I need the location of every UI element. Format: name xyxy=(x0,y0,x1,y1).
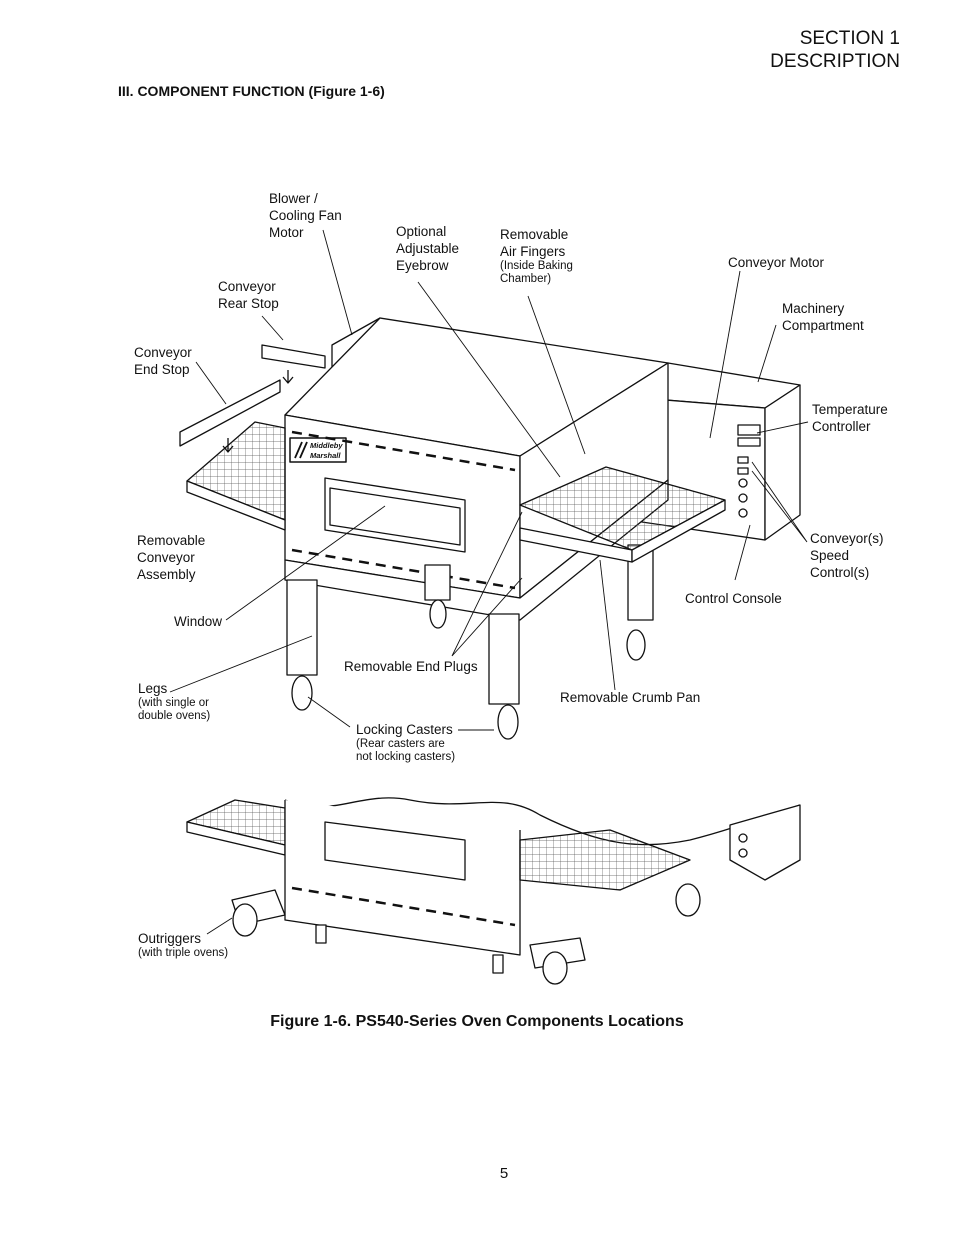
label-conveyor-motor: Conveyor Motor xyxy=(728,255,825,270)
end-stop xyxy=(179,379,281,447)
rear-stop xyxy=(261,344,326,369)
casters xyxy=(291,599,646,740)
label-window: Window xyxy=(174,614,223,629)
page-number: 5 xyxy=(499,1165,509,1182)
leader-lines xyxy=(169,229,809,935)
figure-caption: Figure 1-6. PS540-Series Oven Components… xyxy=(270,1013,684,1030)
triple-oven xyxy=(186,797,801,985)
label-control-console: Control Console xyxy=(685,591,782,606)
label-outriggers: Outriggers (with triple ovens) xyxy=(138,931,229,959)
left-conveyor xyxy=(186,421,286,531)
section-number: SECTION 1 xyxy=(799,28,900,49)
section-heading: III. COMPONENT FUNCTION (Figure 1-6) xyxy=(118,83,385,99)
nameplate-line-1: Middleby xyxy=(310,441,343,450)
label-end-plugs: Removable End Plugs xyxy=(344,659,478,674)
section-header: SECTION 1 DESCRIPTION xyxy=(770,27,900,73)
right-conveyor xyxy=(519,466,726,563)
section-title: DESCRIPTION xyxy=(770,51,900,72)
label-crumb-pan: Removable Crumb Pan xyxy=(560,690,701,705)
nameplate-line-2: Marshall xyxy=(310,451,341,460)
